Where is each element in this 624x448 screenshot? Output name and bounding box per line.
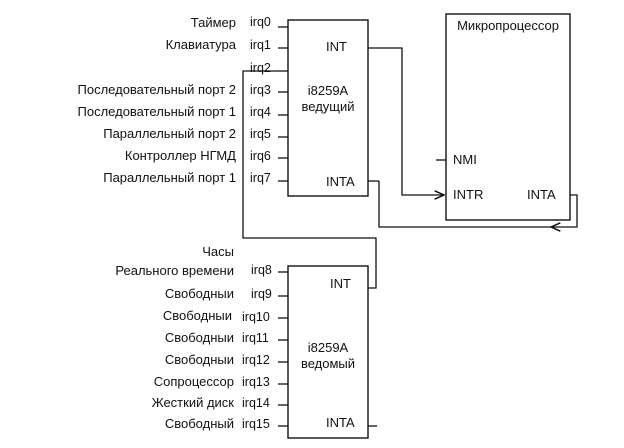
microprocessor-title: Микропроцессор: [457, 18, 559, 33]
device-label-line1: Часы: [202, 244, 234, 259]
irq-label: irq3: [250, 83, 271, 97]
slave-pic-box: [287, 265, 369, 439]
device-label: Жесткий диск: [152, 395, 235, 410]
master-int-to-cpu-intr-wire: [368, 47, 444, 195]
master-irq-pins: [278, 26, 288, 182]
master-inta-label: INTA: [326, 174, 355, 189]
slave-pic: i8259A ведомый INT INTA: [287, 265, 369, 439]
device-label: Реального времени: [115, 263, 234, 278]
device-label: Свободныи: [165, 330, 234, 345]
irq-label: irq7: [250, 171, 271, 185]
slave-irq-labels: irq8 irq9 irq10 irq11 irq12 irq13 irq14 …: [242, 263, 272, 431]
irq-label: irq0: [250, 15, 271, 29]
irq-label: irq4: [250, 105, 271, 119]
device-label: Параллельный порт 2: [103, 126, 236, 141]
device-label: Клавиатура: [166, 37, 237, 52]
microprocessor-box: [445, 13, 571, 221]
slave-int-label: INT: [330, 276, 351, 291]
irq-label: irq2: [250, 61, 271, 75]
cpu-inta-label: INTA: [527, 187, 556, 202]
slave-pic-name: i8259A: [308, 340, 349, 355]
master-pic-name: i8259A: [308, 83, 349, 98]
irq-label: irq6: [250, 149, 271, 163]
device-label: Таймер: [191, 15, 236, 30]
irq-label: irq15: [242, 417, 270, 431]
irq-label: irq1: [250, 38, 271, 52]
microprocessor: Микропроцессор NMI INTR INTA: [436, 13, 571, 221]
irq-label: irq8: [251, 263, 272, 277]
irq-label: irq12: [242, 353, 270, 367]
master-pic-role: ведущий: [301, 99, 354, 114]
device-label: Свободныи: [163, 308, 232, 323]
irq-label: irq14: [242, 396, 270, 410]
cpu-intr-label: INTR: [453, 187, 483, 202]
device-label: Контроллер НГМД: [125, 148, 236, 163]
device-label: Свободныи: [165, 352, 234, 367]
inta-bus-wire: [378, 181, 551, 228]
slave-device-labels: Часы Реального времени Свободныи Свободн…: [115, 244, 234, 431]
master-irq-labels: irq0 irq1 irq2 irq3 irq4 irq5 irq6 irq7: [250, 15, 271, 185]
device-label: Параллельный порт 1: [103, 170, 236, 185]
cpu-nmi-label: NMI: [453, 152, 477, 167]
master-int-label: INT: [326, 39, 347, 54]
irq-label: irq9: [251, 287, 272, 301]
slave-int-cascade-wire: [242, 70, 377, 289]
irq-label: irq5: [250, 127, 271, 141]
master-pic-box: [287, 19, 369, 197]
device-label: Свободныи: [165, 286, 234, 301]
device-label: Последовательный порт 2: [78, 82, 237, 97]
device-label: Последовательный порт 1: [78, 104, 237, 119]
device-label: Сопроцессор: [154, 374, 234, 389]
slave-inta-label: INTA: [326, 415, 355, 430]
slave-pic-role: ведомый: [301, 356, 355, 371]
irq-label: irq13: [242, 375, 270, 389]
irq-label: irq10: [242, 310, 270, 324]
device-label: Свободный: [165, 416, 234, 431]
slave-irq-pins: [278, 271, 288, 427]
master-pic: i8259A ведущий INT INTA: [287, 19, 369, 197]
cpu-inta-to-master-wire: [551, 194, 578, 227]
master-device-labels: Таймер Клавиатура Последовательный порт …: [78, 15, 237, 185]
irq-label: irq11: [242, 331, 269, 345]
